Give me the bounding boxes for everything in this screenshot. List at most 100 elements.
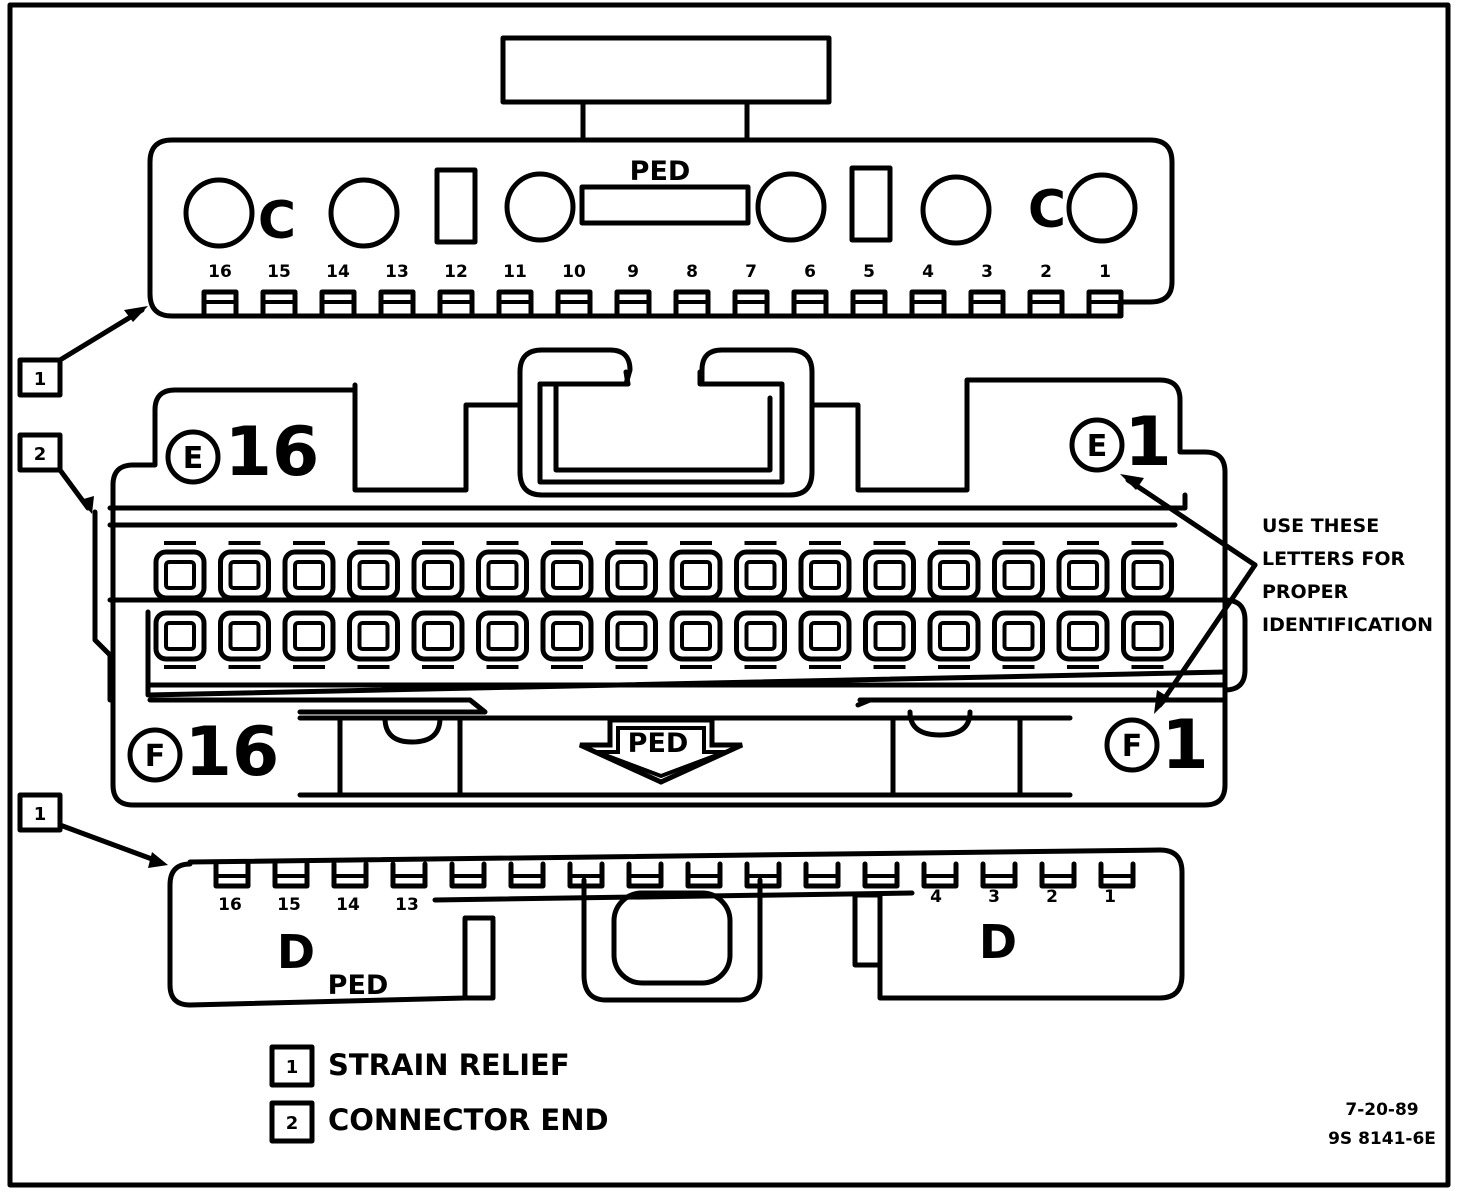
cavity-outer bbox=[605, 610, 658, 662]
top-pin-number: 4 bbox=[922, 262, 934, 282]
f-letter-right: F bbox=[1122, 729, 1143, 764]
cavity-inner bbox=[1067, 621, 1099, 651]
top-ped-bar bbox=[579, 184, 751, 226]
cavity-inner bbox=[680, 621, 712, 651]
cavity-outer bbox=[798, 610, 852, 662]
middle-connector-body bbox=[110, 347, 1228, 808]
cavity-outer bbox=[153, 549, 207, 601]
top-pin-number: 16 bbox=[208, 262, 232, 282]
cavity-outer bbox=[476, 549, 529, 601]
cavity-outer bbox=[927, 549, 981, 601]
top-pin-number: 15 bbox=[267, 262, 291, 282]
note-arrow-e bbox=[1125, 477, 1258, 568]
cavity-outer bbox=[734, 549, 787, 601]
cavity-inner bbox=[1002, 621, 1035, 651]
e-letter-left: E bbox=[183, 441, 204, 476]
e-num-right: 1 bbox=[1124, 403, 1171, 482]
callout-num-bottom: 1 bbox=[34, 804, 47, 825]
top-letter-left: C bbox=[258, 191, 296, 251]
bottom-pin-number: 14 bbox=[336, 895, 360, 915]
e-letter-right: E bbox=[1087, 429, 1108, 464]
cavity-outer bbox=[411, 610, 465, 662]
top-pin-number: 10 bbox=[562, 262, 586, 282]
cavity-outer bbox=[863, 549, 916, 601]
cavity-outer bbox=[1121, 610, 1174, 662]
legend-box-1 bbox=[269, 1044, 315, 1088]
ped-arrow-label: PED bbox=[628, 728, 689, 759]
bottom-pin-number: 3 bbox=[988, 887, 1000, 907]
top-hole-2 bbox=[328, 177, 400, 249]
cavity-inner bbox=[809, 621, 841, 651]
cavity-inner bbox=[422, 560, 454, 590]
e-circle-right bbox=[1069, 417, 1125, 473]
bottom-connector-body bbox=[167, 847, 1185, 1008]
legend-text-2: CONNECTOR END bbox=[328, 1103, 609, 1137]
top-pin-number: 6 bbox=[804, 262, 816, 282]
cavity-outer bbox=[734, 610, 787, 662]
middle-connector: E 16 E 1 F 16 F 1 PED bbox=[92, 347, 1248, 808]
bottom-pin-number: 2 bbox=[1046, 887, 1058, 907]
f-circle-right bbox=[1104, 717, 1160, 773]
bottom-pin-number: 13 bbox=[395, 895, 419, 915]
outer-frame bbox=[7, 2, 1451, 1188]
top-hole-3 bbox=[504, 171, 576, 243]
top-ped-label: PED bbox=[630, 156, 691, 187]
cavity-inner bbox=[744, 621, 777, 651]
top-pin-number: 2 bbox=[1040, 262, 1052, 282]
cavity-inner bbox=[551, 621, 583, 651]
bottom-pin-number: 15 bbox=[277, 895, 301, 915]
note-line-1: USE THESE bbox=[1262, 515, 1379, 537]
cavity-inner bbox=[1131, 621, 1164, 651]
cavity-outer bbox=[540, 549, 594, 601]
legend-marker-2: 2 bbox=[286, 1113, 299, 1134]
bottom-pin-number: 4 bbox=[930, 887, 942, 907]
cavity-inner bbox=[164, 621, 196, 651]
cavity-inner bbox=[228, 621, 261, 651]
cavity-outer bbox=[1056, 549, 1110, 601]
legend: 1 STRAIN RELIEF 2 CONNECTOR END bbox=[269, 1044, 609, 1144]
cavity-outer bbox=[476, 610, 529, 662]
drawing-number: 9S 8141-6E bbox=[1328, 1129, 1436, 1149]
cavity-inner bbox=[873, 560, 906, 590]
top-hole-6 bbox=[1066, 172, 1138, 244]
cavity-inner bbox=[293, 560, 325, 590]
cavity-inner bbox=[486, 560, 519, 590]
callout-num-top: 1 bbox=[34, 369, 47, 390]
bottom-letter-right: D bbox=[979, 915, 1017, 969]
top-hole-5 bbox=[920, 174, 992, 246]
cavity-outer bbox=[153, 610, 207, 662]
e-num-left: 16 bbox=[225, 413, 320, 492]
callout-box-bottom bbox=[17, 792, 63, 833]
legend-text-1: STRAIN RELIEF bbox=[328, 1048, 570, 1082]
bottom-ped-label: PED bbox=[328, 970, 389, 1001]
top-hole-4 bbox=[755, 171, 827, 243]
f-letter-left: F bbox=[145, 739, 166, 774]
callout-box-top bbox=[17, 357, 63, 398]
bottom-window bbox=[611, 890, 733, 986]
cavity-inner bbox=[422, 621, 454, 651]
cavity-inner bbox=[551, 560, 583, 590]
top-hole-1 bbox=[183, 177, 255, 249]
bottom-letter-left: D bbox=[277, 925, 315, 979]
note-line-3: PROPER bbox=[1262, 581, 1349, 603]
top-pin-number: 3 bbox=[981, 262, 993, 282]
cavity-outer bbox=[282, 549, 336, 601]
cavity-inner bbox=[164, 560, 196, 590]
identification-note: USE THESE LETTERS FOR PROPER IDENTIFICAT… bbox=[1120, 474, 1433, 714]
cavity-outer bbox=[1121, 549, 1174, 601]
legend-box-2 bbox=[269, 1100, 315, 1144]
cavity-inner bbox=[938, 560, 970, 590]
top-pin-number: 11 bbox=[503, 262, 527, 282]
f-circle-left bbox=[127, 727, 183, 783]
cavity-inner bbox=[809, 560, 841, 590]
top-tab bbox=[500, 35, 832, 105]
callout-arrow-top bbox=[57, 307, 145, 363]
cavity-inner bbox=[873, 621, 906, 651]
cavity-grid bbox=[153, 541, 1174, 669]
cavity-outer bbox=[605, 549, 658, 601]
top-pin-number: 7 bbox=[745, 262, 757, 282]
cavity-inner bbox=[615, 621, 648, 651]
cavity-outer bbox=[540, 610, 594, 662]
